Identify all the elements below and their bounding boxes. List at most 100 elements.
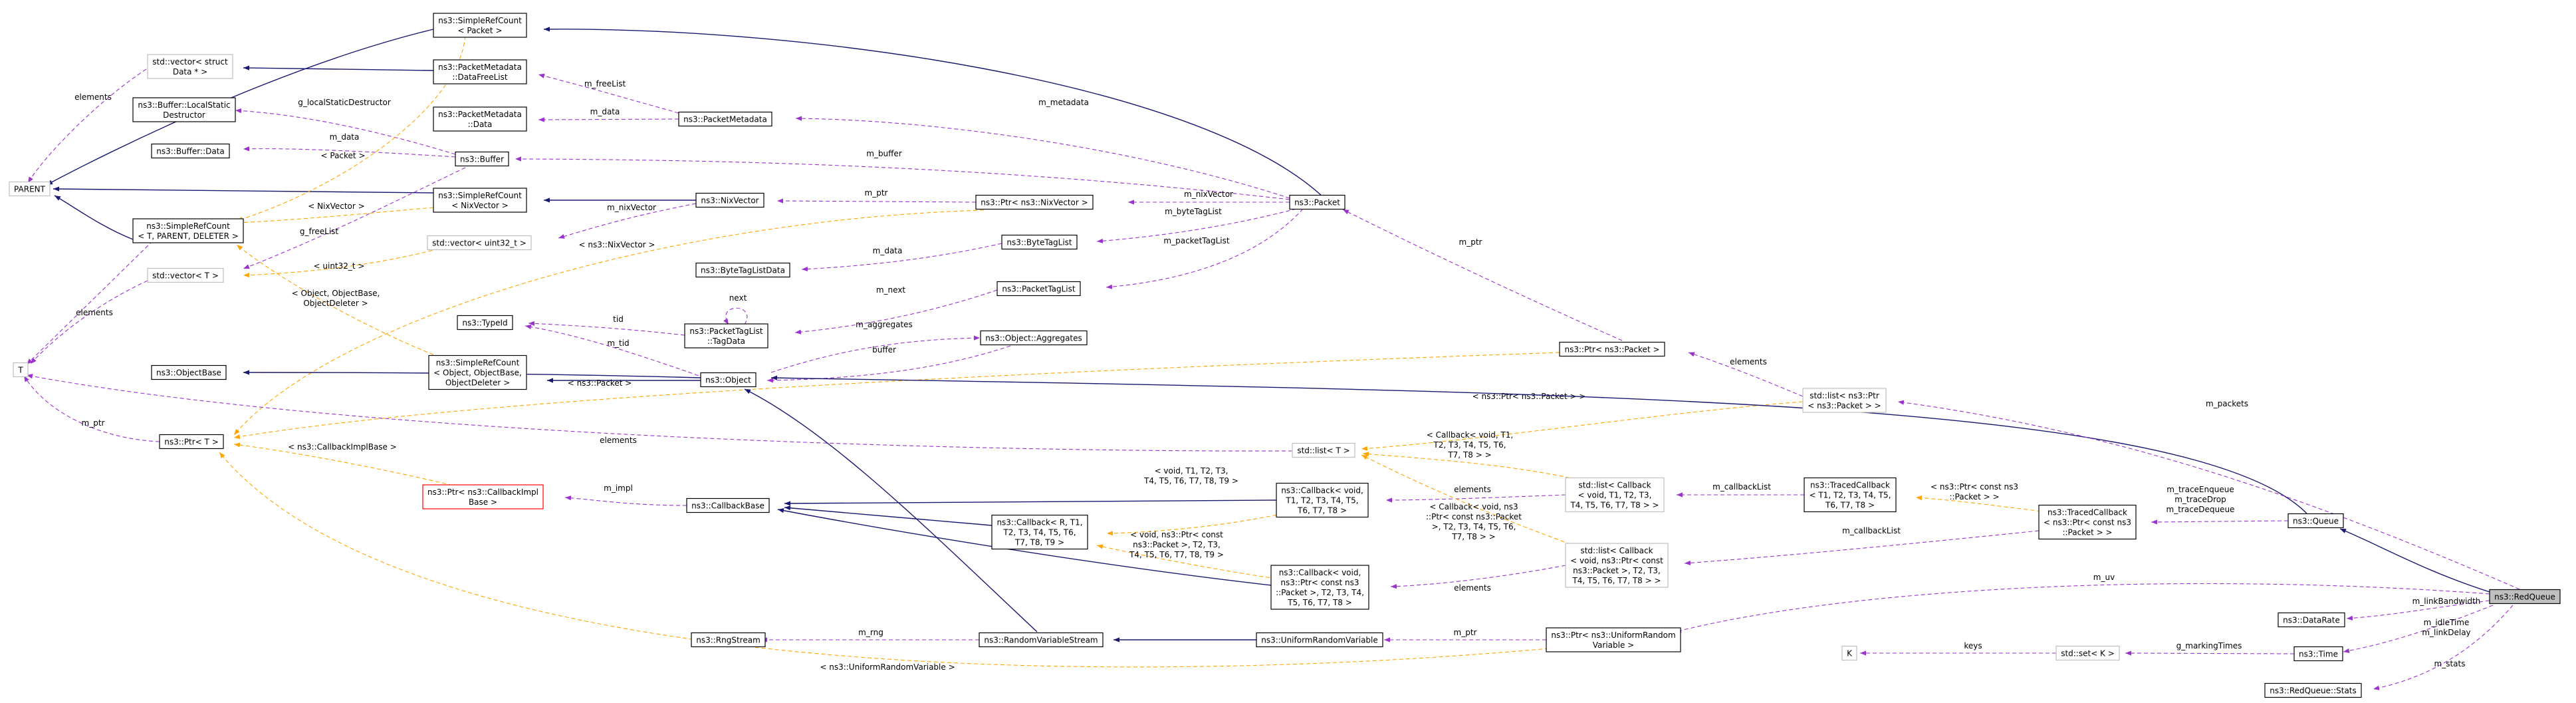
node-pm[interactable]: ns3::PacketMetadata <box>678 111 772 127</box>
node-ptltd[interactable]: ns3::PacketTagList::TagData <box>684 323 768 349</box>
node-stdvect[interactable]: std::vector< T > <box>147 267 224 283</box>
node-box <box>433 106 527 132</box>
node-packet[interactable]: ns3::Packet <box>1289 194 1346 210</box>
edge-label-ptrpacket-to-ptrT: < ns3::Packet > <box>568 378 632 388</box>
node-label: std::vector< T > <box>152 271 219 281</box>
node-tcb2[interactable]: ns3::TracedCallback< ns3::Ptr< const ns3… <box>2038 504 2137 540</box>
node-box <box>1001 234 1078 250</box>
node-src-packet[interactable]: ns3::SimpleRefCount< Packet > <box>433 13 527 38</box>
node-nix[interactable]: ns3::NixVector <box>695 192 764 208</box>
node-t[interactable]: T <box>13 362 29 378</box>
node-stats[interactable]: ns3::RedQueue::Stats <box>2264 682 2362 698</box>
node-ptrpacket[interactable]: ns3::Ptr< ns3::Packet > <box>1559 341 1665 357</box>
node-cbvoidpkt[interactable]: ns3::Callback< void,ns3::Ptr< const ns3:… <box>1270 565 1369 610</box>
node-cbrt[interactable]: ns3::Callback< R, T1,T2, T3, T4, T5, T6,… <box>991 514 1088 550</box>
node-label: ns3::Callback< void,T1, T2, T3, T4, T5,T… <box>1281 486 1363 515</box>
node-src-nix[interactable]: ns3::SimpleRefCount< NixVector > <box>433 188 527 213</box>
edge-inherit-packet-to-src_packet <box>543 27 1324 198</box>
node-redqueue[interactable]: ns3::RedQueue <box>2489 589 2561 605</box>
edge-template-stdvecu32-to-stdvecT <box>243 248 439 278</box>
node-label: ns3::TracedCallback< T1, T2, T3, T4, T5,… <box>1809 481 1891 510</box>
node-box <box>1802 388 1887 413</box>
node-label: ns3::Ptr< T > <box>164 438 219 447</box>
node-stdlistcb1[interactable]: std::list< Callback< void, T1, T2, T3,T4… <box>1565 477 1665 513</box>
edge-member-packet-to-buffer <box>515 156 1290 200</box>
edge-label-stdlistT-to-T: elements <box>600 436 637 445</box>
node-typeid[interactable]: ns3::TypeId <box>457 315 513 331</box>
node-rvs[interactable]: ns3::RandomVariableStream <box>979 632 1104 648</box>
edge-inherit-rvs-to-object <box>744 388 1038 633</box>
node-label: ns3::Packet <box>1294 198 1340 208</box>
node-label: ns3::SimpleRefCount< T, PARENT, DELETER … <box>138 221 239 241</box>
edge-label-nix-to-stdvecu32: m_nixVector <box>607 203 656 212</box>
edge-label-stdvecT-to-T: elements <box>76 308 113 317</box>
node-box <box>686 497 770 513</box>
edge-label-btl-to-btld: m_data <box>873 246 903 255</box>
node-ptl[interactable]: ns3::PacketTagList <box>996 281 1081 297</box>
node-urv[interactable]: ns3::UniformRandomVariable <box>1256 632 1383 648</box>
node-box <box>1270 565 1369 610</box>
edge-member-stdvecT-to-T <box>30 280 148 364</box>
edge-member-stdlistptr-to-ptrpacket <box>1688 352 1804 397</box>
node-stdset[interactable]: std::set< K > <box>2055 645 2120 661</box>
node-pmdfl[interactable]: ns3::PacketMetadata::DataFreeList <box>433 59 527 84</box>
node-btl[interactable]: ns3::ByteTagList <box>1001 234 1078 250</box>
edge-label-pm-to-pmdfl: m_freeList <box>584 79 626 88</box>
node-box <box>975 194 1094 210</box>
edge-template-src_packet-to-src_tpd <box>236 35 466 221</box>
edge-member-cbbase-to-ptrcbimpl <box>564 495 687 506</box>
node-cbvoidt[interactable]: ns3::Callback< void,T1, T2, T3, T4, T5,T… <box>1276 482 1369 518</box>
node-btld[interactable]: ns3::ByteTagListData <box>695 262 790 278</box>
node-rng[interactable]: ns3::RngStream <box>691 632 766 648</box>
node-src-tpd[interactable]: ns3::SimpleRefCount< T, PARENT, DELETER … <box>132 218 244 243</box>
node-ptrnix[interactable]: ns3::Ptr< ns3::NixVector > <box>975 194 1094 210</box>
edge-layer: elementsm_freeListm_datag_localStaticDes… <box>23 27 2520 690</box>
node-stdvecu32[interactable]: std::vector< uint32_t > <box>427 235 532 251</box>
node-parent[interactable]: PARENT <box>9 181 51 197</box>
node-label: ns3::Queue <box>2293 517 2339 526</box>
node-src-obj[interactable]: ns3::SimpleRefCount< Object, ObjectBase,… <box>428 354 527 390</box>
node-box <box>147 267 224 283</box>
node-ptrt[interactable]: ns3::Ptr< T > <box>159 434 224 450</box>
node-label: ns3::Buffer::Data <box>156 147 225 156</box>
edge-label-cbvoidT-to-cbRT: < void, T1, T2, T3,T4, T5, T6, T7, T8, T… <box>1143 466 1238 486</box>
node-datarate[interactable]: ns3::DataRate <box>2278 612 2345 628</box>
edge-member-ptl-to-ptltd <box>794 289 998 335</box>
node-box <box>9 181 51 197</box>
edge-member-aggr-to-object <box>766 345 1011 383</box>
edge-label-ptrurv-to-urv: m_ptr <box>1454 628 1477 637</box>
node-tcb1[interactable]: ns3::TracedCallback< T1, T2, T3, T4, T5,… <box>1804 477 1897 513</box>
node-object[interactable]: ns3::Object <box>700 372 757 388</box>
node-box <box>691 632 766 648</box>
node-stdlistcb2[interactable]: std::list< Callback< void, ns3::Ptr< con… <box>1565 543 1669 588</box>
node-cbbase[interactable]: ns3::CallbackBase <box>686 497 770 513</box>
edge-inherit-cbRT-to-cbbase <box>784 505 993 526</box>
node-label: ns3::SimpleRefCount< Object, ObjectBase,… <box>433 358 522 388</box>
node-box <box>695 262 790 278</box>
edge-member-btl-to-btld <box>801 243 1002 272</box>
node-box <box>1565 543 1669 588</box>
edge-template-ptrnix-to-ptrT <box>233 210 985 436</box>
node-pmdata[interactable]: ns3::PacketMetadata::Data <box>433 106 527 132</box>
edge-label-rvs-to-rng: m_rng <box>858 628 883 637</box>
node-aggr[interactable]: ns3::Object::Aggregates <box>980 330 1088 346</box>
node-k[interactable]: K <box>1841 645 1857 661</box>
node-box <box>996 281 1081 297</box>
node-bufdata[interactable]: ns3::Buffer::Data <box>151 143 230 159</box>
edge-label-ptrnix-to-nix: m_ptr <box>865 188 888 198</box>
node-label: ns3::ObjectBase <box>156 368 221 378</box>
edge-inherit-cbvoidT-to-cbbase <box>784 499 1277 506</box>
node-buffer[interactable]: ns3::Buffer <box>455 151 509 167</box>
node-queue[interactable]: ns3::Queue <box>2287 513 2344 529</box>
edge-member-stdvecstruct-to-parent <box>27 69 147 184</box>
node-time[interactable]: ns3::Time <box>2293 646 2343 662</box>
node-stdlistt[interactable]: std::list< T > <box>1292 442 1355 458</box>
node-stdlistptr[interactable]: std::list< ns3::Ptr< ns3::Packet > > <box>1802 388 1887 413</box>
node-objbase[interactable]: ns3::ObjectBase <box>151 364 227 380</box>
node-label: K <box>1847 649 1853 658</box>
